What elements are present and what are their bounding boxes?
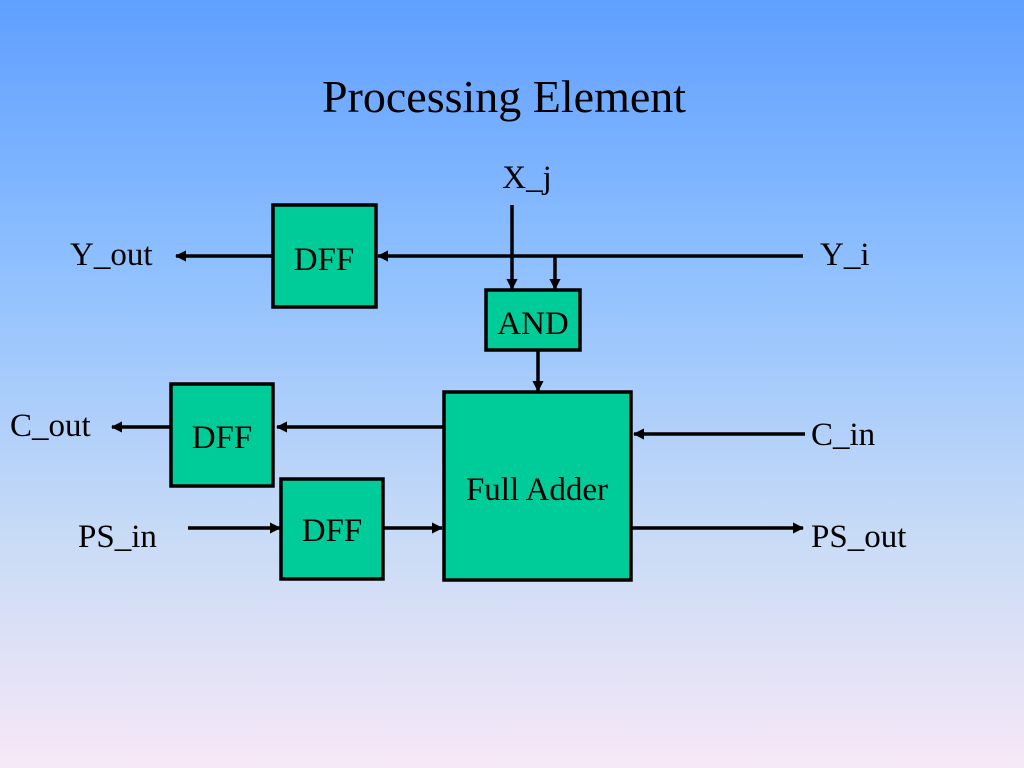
dff-y-label: DFF [294, 242, 355, 278]
dff-c-block: DFF [169, 382, 275, 488]
dff-c-label: DFF [192, 420, 253, 456]
dff-y-block: DFF [271, 203, 378, 309]
full-adder-label: Full Adder [466, 472, 608, 508]
port-ps-in: PS_in [78, 519, 157, 555]
port-c-in: C_in [811, 417, 875, 453]
port-x-j: X_j [502, 160, 552, 196]
dff-ps-block: DFF [279, 477, 385, 581]
and-gate-label: AND [497, 306, 569, 342]
port-ps-out: PS_out [811, 519, 906, 555]
and-gate-block: AND [484, 288, 582, 352]
full-adder-block: Full Adder [442, 390, 633, 582]
slide-title: Processing Element [321, 71, 687, 122]
port-y-out: Y_out [70, 237, 153, 273]
dff-ps-label: DFF [302, 513, 363, 549]
port-c-out: C_out [10, 408, 91, 444]
port-y-i: Y_i [820, 237, 870, 273]
